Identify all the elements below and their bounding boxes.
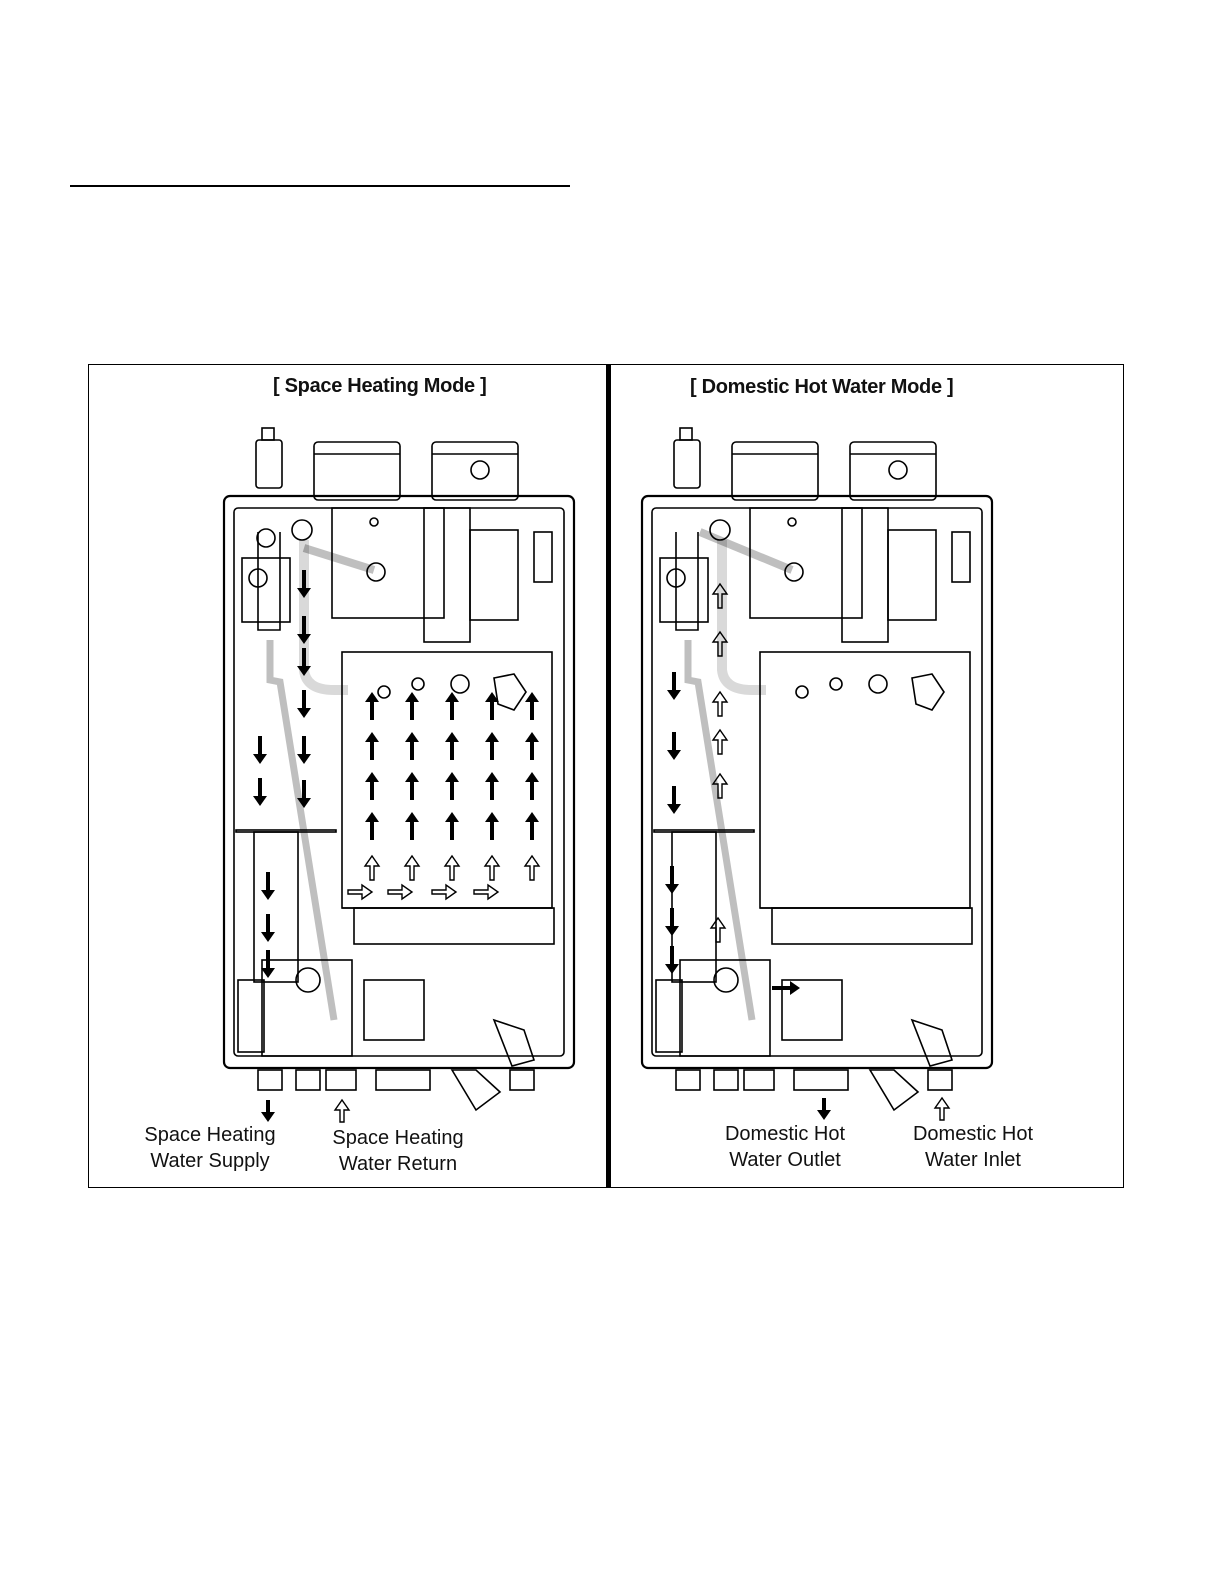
space-heating-hollow-arrows (348, 856, 539, 899)
hollow-up-arrow-icon (935, 1098, 949, 1120)
section-heading-rule (70, 185, 570, 187)
heat-exchanger-base (354, 908, 554, 944)
igniter (534, 532, 552, 582)
intake-collar (432, 442, 518, 500)
caption-line-1: Space Heating (130, 1122, 290, 1148)
space-heating-mode-title: [ Space Heating Mode ] (273, 375, 486, 398)
air-vent-fitting (256, 440, 282, 488)
domestic-hot-water-unit-drawing (632, 420, 992, 1120)
solid-down-arrow-icon (261, 1100, 275, 1122)
caption-line-1: Domestic Hot (705, 1121, 865, 1147)
domestic-hot-water-mode-title: [ Domestic Hot Water Mode ] (690, 376, 953, 399)
heat-exchanger (760, 652, 970, 908)
circulation-pump (262, 960, 352, 1056)
inlet-filter (494, 1020, 534, 1066)
air-vent-cap (262, 428, 274, 440)
caption-line-1: Space Heating (318, 1125, 478, 1151)
space-heating-unit-drawing (214, 420, 574, 1120)
panel-divider (606, 364, 611, 1188)
space-heating-water-return-label: Space Heating Water Return (318, 1125, 478, 1177)
hollow-up-arrow-icon (335, 1100, 349, 1122)
domestic-hot-water-inlet-label: Domestic Hot Water Inlet (893, 1121, 1053, 1173)
cabinet-inner (234, 508, 564, 1056)
diverter-valve (242, 558, 290, 622)
caption-line-2: Water Inlet (893, 1147, 1053, 1173)
overheat-switch (494, 674, 526, 710)
space-heating-water-supply-label: Space Heating Water Supply (130, 1122, 290, 1174)
caption-line-2: Water Outlet (705, 1147, 865, 1173)
top-crossover-pipe (304, 548, 374, 570)
caption-line-1: Domestic Hot (893, 1121, 1053, 1147)
caption-line-2: Water Supply (130, 1148, 290, 1174)
solid-down-arrow-icon (817, 1098, 831, 1120)
gas-manifold (470, 530, 518, 620)
exhaust-collar (314, 442, 400, 500)
intake-sensor (471, 461, 489, 479)
caption-line-2: Water Return (318, 1151, 478, 1177)
dhw-solid-flow-arrows (665, 672, 800, 995)
burner-plate (424, 508, 470, 642)
domestic-hot-water-outlet-label: Domestic Hot Water Outlet (705, 1121, 865, 1173)
